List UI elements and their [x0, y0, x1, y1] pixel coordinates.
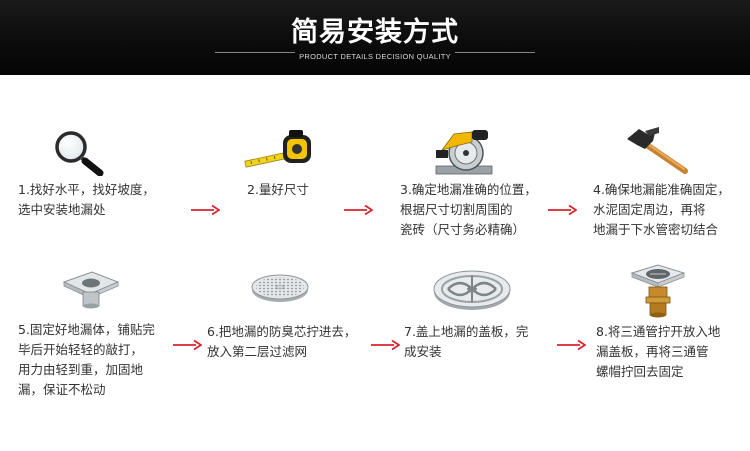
arrow-right-icon — [371, 339, 400, 351]
page-subtitle: PRODUCT DETAILS DECISION QUALITY — [299, 52, 451, 61]
step-5-text: 5.固定好地漏体，铺贴完毕后开始轻轻的敲打，用力由轻到重，加固地漏，保证不松动 — [18, 322, 155, 397]
hammer-icon — [625, 127, 689, 179]
circular-saw-icon — [432, 126, 496, 182]
subtitle-divider-right — [455, 52, 535, 53]
step-7-text: 7.盖上地漏的盖板，完成安装 — [404, 324, 529, 359]
step-6-text: 6.把地漏的防臭芯拧进去，放入第二层过滤网 — [207, 324, 357, 359]
arrow-right-icon — [173, 339, 202, 351]
header-banner: 简易安装方式 PRODUCT DETAILS DECISION QUALITY — [0, 0, 750, 75]
arrow-right-icon — [557, 339, 586, 351]
page-title: 简易安装方式 — [291, 17, 459, 48]
filter-screen-icon — [250, 272, 310, 308]
step-2-text: 2.量好尺寸 — [247, 182, 309, 197]
floor-drain-body-icon — [60, 268, 120, 314]
arrow-right-icon — [548, 204, 577, 216]
subtitle-divider-left — [215, 52, 295, 53]
arrow-right-icon — [344, 204, 373, 216]
arrow-right-icon — [191, 204, 220, 216]
magnifier-icon — [50, 128, 110, 180]
step-8-text: 8.将三通管拧开放入地漏盖板，再将三通管螺帽拧回去固定 — [596, 324, 721, 379]
step-3-text: 3.确定地漏准确的位置，根据尺寸切割周围的瓷砖（尺寸务必精确） — [400, 182, 537, 237]
step-4-text: 4.确保地漏能准确固定，水泥固定周边，再将地漏于下水管密切结合 — [593, 182, 730, 237]
three-way-drain-icon — [628, 263, 688, 327]
tape-measure-icon — [243, 128, 315, 178]
drain-cover-icon — [432, 265, 512, 317]
step-1-text: 1.找好水平，找好坡度，选中安装地漏处 — [18, 182, 155, 217]
